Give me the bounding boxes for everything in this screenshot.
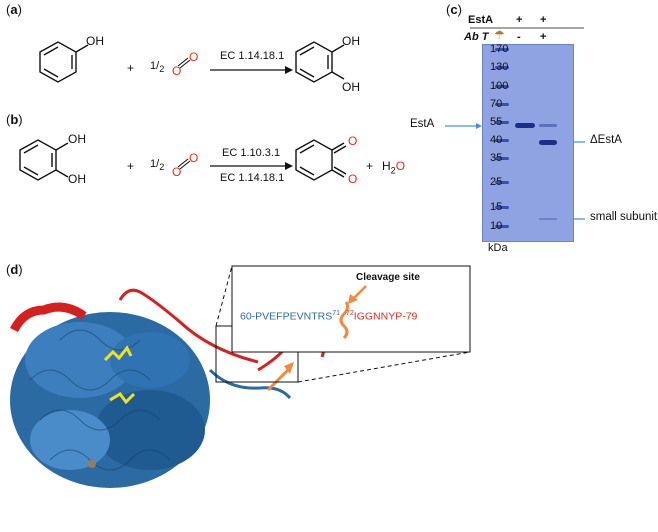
- panel-label-b: (b): [6, 112, 23, 127]
- oxygen-right-b: O: [189, 151, 199, 165]
- mw-40: 40: [490, 134, 503, 146]
- catechol-oh-top-a: OH: [342, 34, 360, 48]
- catechol-oh-bottom-a: OH: [342, 80, 360, 94]
- esta-band: [515, 123, 535, 128]
- enzyme-bottom-b: EC 1.14.18.1: [220, 172, 285, 184]
- plus-sign-b2: +: [366, 159, 374, 173]
- oxygen-left-a: O: [172, 64, 182, 78]
- delta-esta-arrow-label: ΔEstA: [590, 134, 622, 146]
- panel-label-a: (a): [6, 2, 22, 17]
- catechol-oh-bottom-b: OH: [68, 172, 86, 186]
- oxygen-right-a: O: [189, 50, 199, 64]
- header-esta: EstA: [468, 14, 494, 26]
- water-formula: H2O: [382, 159, 406, 176]
- mw-130: 130: [490, 61, 509, 73]
- esta-arrow-label: EstA: [410, 118, 435, 130]
- mw-10: 10: [490, 220, 503, 232]
- plus-sign-b: +: [127, 159, 135, 173]
- small-subunit-arrow-label: small subunit: [590, 211, 658, 223]
- catechol-structure-b: [19, 139, 69, 181]
- mw-55: 55: [490, 116, 503, 128]
- header-abt-lane1: -: [517, 31, 521, 43]
- mw-25: 25: [490, 176, 503, 188]
- mushroom-icon: ☂: [494, 28, 505, 42]
- panel-label-c: (c): [446, 2, 462, 17]
- half-fraction-a: 1/2: [150, 60, 165, 75]
- oxygen-left-b: O: [172, 165, 182, 179]
- mw-35: 35: [490, 152, 503, 164]
- sds-page-gel: [482, 44, 574, 242]
- kda-unit: kDa: [488, 242, 508, 254]
- header-abt: Ab T: [464, 31, 489, 43]
- phenol-structure: [39, 41, 89, 83]
- header-esta-lane2: +: [540, 14, 547, 26]
- cleavage-inset: [231, 265, 471, 353]
- quinone-o-top: O: [348, 134, 358, 148]
- phenol-oh-label: OH: [86, 34, 104, 48]
- mw-15: 15: [490, 201, 503, 213]
- enzyme-top-b: EC 1.10.3.1: [222, 147, 281, 159]
- cleavage-site-title: Cleavage site: [356, 272, 420, 283]
- half-fraction-b: 1/2: [150, 158, 165, 173]
- delta-esta-band: [539, 140, 557, 145]
- catechol-structure-a: [295, 41, 345, 83]
- small-subunit-band: [539, 218, 557, 220]
- mw-170: 170: [490, 43, 509, 55]
- protein-structure: [9, 288, 327, 488]
- catechol-oh-top-b: OH: [68, 132, 86, 146]
- header-esta-lane1: +: [516, 14, 523, 26]
- enzyme-label-a: EC 1.14.18.1: [220, 50, 285, 62]
- mw-100: 100: [490, 80, 509, 92]
- header-abt-lane2: +: [540, 31, 547, 43]
- quinone-structure: [295, 139, 347, 181]
- panel-label-d: (d): [6, 262, 23, 277]
- mw-70: 70: [490, 98, 503, 110]
- quinone-o-bottom: O: [348, 172, 358, 186]
- plus-sign-a: +: [127, 61, 135, 75]
